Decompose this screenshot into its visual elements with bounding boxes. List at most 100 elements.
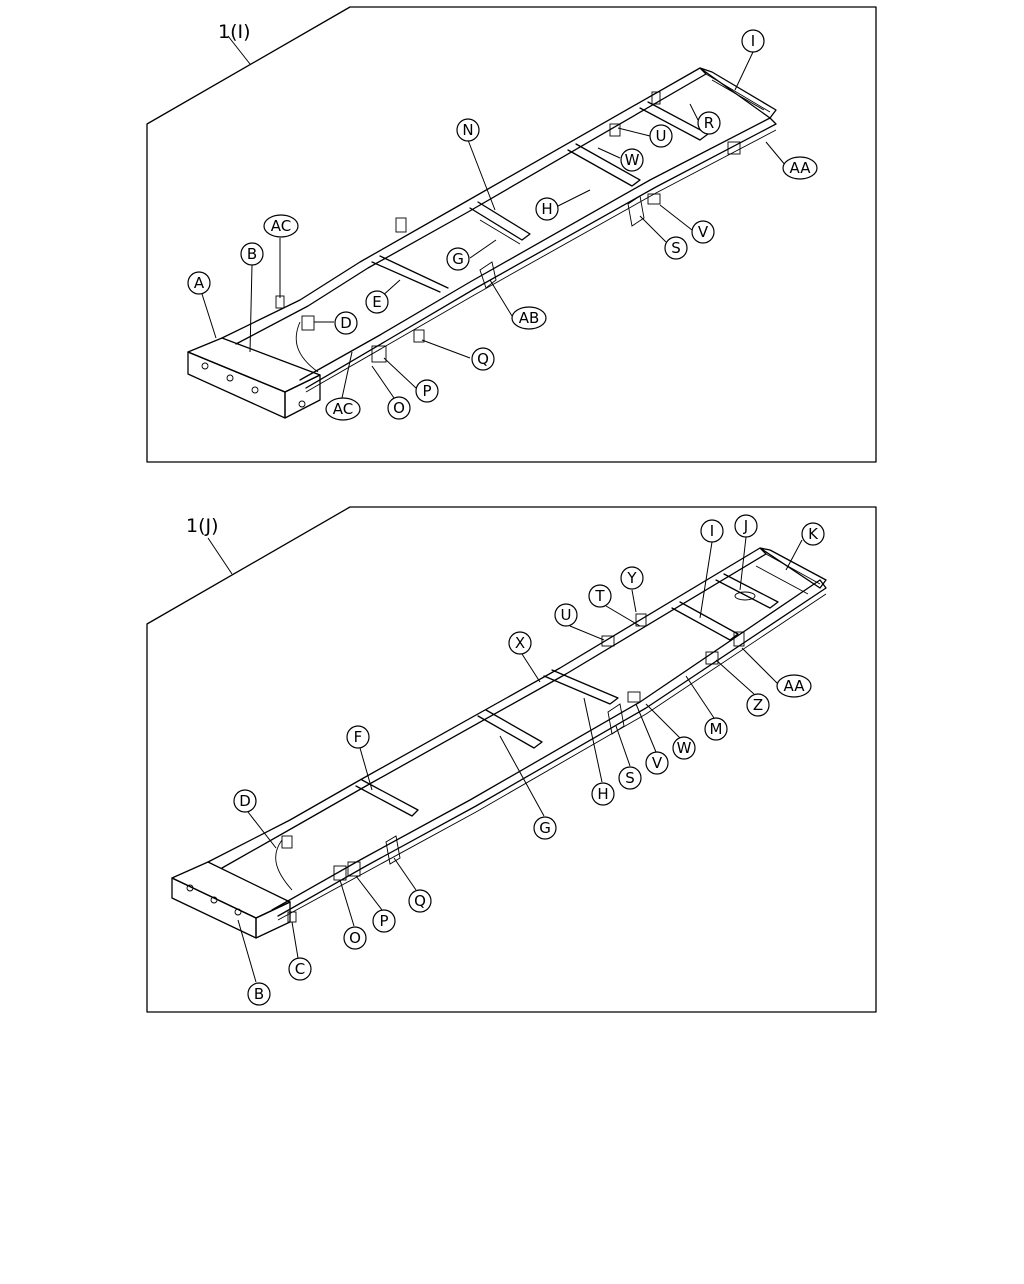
panel-1-title: 1(I) (218, 21, 251, 43)
callout-O-1: O (387, 396, 411, 420)
callout-Q-2: Q (408, 889, 432, 913)
crossmember-h-2 (543, 669, 619, 705)
svg-text:P: P (379, 912, 388, 930)
svg-text:V: V (652, 754, 663, 772)
bracket-v-2 (627, 691, 641, 703)
bracket-d-2 (281, 835, 293, 849)
callout-AC-1b: AC (325, 397, 361, 421)
callout-J-2: J (734, 514, 758, 538)
front-crossmember-face (187, 351, 286, 419)
bracket-aa-2 (733, 631, 745, 647)
crossmember-j-hole (734, 591, 756, 601)
svg-text:D: D (340, 314, 352, 332)
left-rail (221, 67, 707, 345)
crossmember-h (567, 143, 641, 187)
rear-crossmember-detail (705, 73, 771, 113)
bracket-ab (479, 261, 497, 289)
callout-Q-1: Q (471, 347, 495, 371)
svg-text:T: T (594, 587, 605, 605)
panel-1-frame (146, 6, 877, 463)
svg-text:I: I (710, 522, 714, 540)
svg-text:E: E (372, 293, 381, 311)
svg-text:Y: Y (626, 569, 637, 587)
bracket-u-2 (601, 635, 615, 647)
callout-E-1: E (365, 290, 389, 314)
crossmember-g (479, 219, 521, 245)
crossmember-n (469, 201, 531, 241)
panel-1-leaders (201, 51, 787, 399)
left-rail-2 (207, 547, 767, 869)
bolt-hole-2 (226, 374, 234, 382)
callout-O-2: O (343, 926, 367, 950)
svg-text:O: O (393, 399, 405, 417)
callout-S-2: S (618, 766, 642, 790)
hose-d (295, 321, 319, 373)
svg-text:AA: AA (790, 159, 812, 177)
callout-S-1: S (664, 236, 688, 260)
callout-W-2: W (672, 736, 696, 760)
callout-B-1: B (240, 242, 264, 266)
panel-1-title-leader (227, 35, 251, 65)
bracket-u (609, 123, 621, 137)
svg-text:R: R (704, 114, 714, 132)
svg-text:AC: AC (333, 400, 353, 418)
svg-text:W: W (677, 739, 692, 757)
callout-C-2: C (288, 957, 312, 981)
bolt-hole-2-2 (210, 896, 218, 904)
panel-2-frame (146, 506, 877, 1013)
svg-text:Z: Z (753, 696, 763, 714)
svg-text:C: C (295, 960, 305, 978)
chassis-frame-2 (171, 547, 827, 939)
bracket-p-2 (347, 861, 361, 877)
crossmember-g-2 (477, 709, 543, 749)
callout-V-1: V (691, 220, 715, 244)
svg-text:D: D (239, 792, 251, 810)
svg-text:B: B (247, 245, 257, 263)
callout-M-2: M (704, 717, 728, 741)
callout-U-2: U (554, 603, 578, 627)
bolt-hole-2-3 (234, 908, 242, 916)
svg-text:G: G (539, 819, 551, 837)
svg-text:AA: AA (784, 677, 806, 695)
bracket-z-2 (705, 651, 719, 665)
svg-text:G: G (452, 250, 464, 268)
callout-G-2: G (533, 816, 557, 840)
right-rail-bottom-2 (277, 593, 827, 921)
svg-text:A: A (194, 274, 205, 292)
panel-2-leaders (237, 536, 803, 983)
bracket-v (647, 193, 661, 205)
svg-text:S: S (625, 769, 635, 787)
svg-text:I: I (751, 32, 755, 50)
callout-X-2: X (508, 631, 532, 655)
svg-text:Q: Q (477, 350, 489, 368)
callout-D-2: D (233, 789, 257, 813)
bolt-hole-4 (298, 400, 306, 408)
crossmember-r (639, 101, 709, 141)
callout-V-2: V (645, 751, 669, 775)
callout-B-2: B (247, 982, 271, 1006)
bracket-s (627, 195, 645, 227)
svg-text:N: N (462, 121, 473, 139)
callout-N-1: N (456, 118, 480, 142)
callout-A-1: A (187, 271, 211, 295)
svg-text:H: H (597, 785, 608, 803)
callout-AB-1: AB (511, 306, 547, 330)
bolt-hole-3 (251, 386, 259, 394)
callout-AA-2: AA (776, 674, 812, 698)
callout-I-1: I (741, 29, 765, 53)
front-crossmember-side (284, 374, 321, 419)
svg-text:J: J (743, 517, 748, 535)
bracket-q (413, 329, 425, 343)
svg-text:K: K (808, 525, 819, 543)
svg-text:AB: AB (519, 309, 540, 327)
svg-text:W: W (625, 151, 640, 169)
svg-text:U: U (561, 606, 572, 624)
hose-d-2 (275, 839, 293, 891)
rear-crossmember-detail-2 (755, 553, 821, 595)
svg-text:O: O (349, 929, 361, 947)
svg-text:V: V (698, 223, 709, 241)
crossmember-f-2 (355, 779, 419, 817)
bolt-hole-1 (201, 362, 209, 370)
